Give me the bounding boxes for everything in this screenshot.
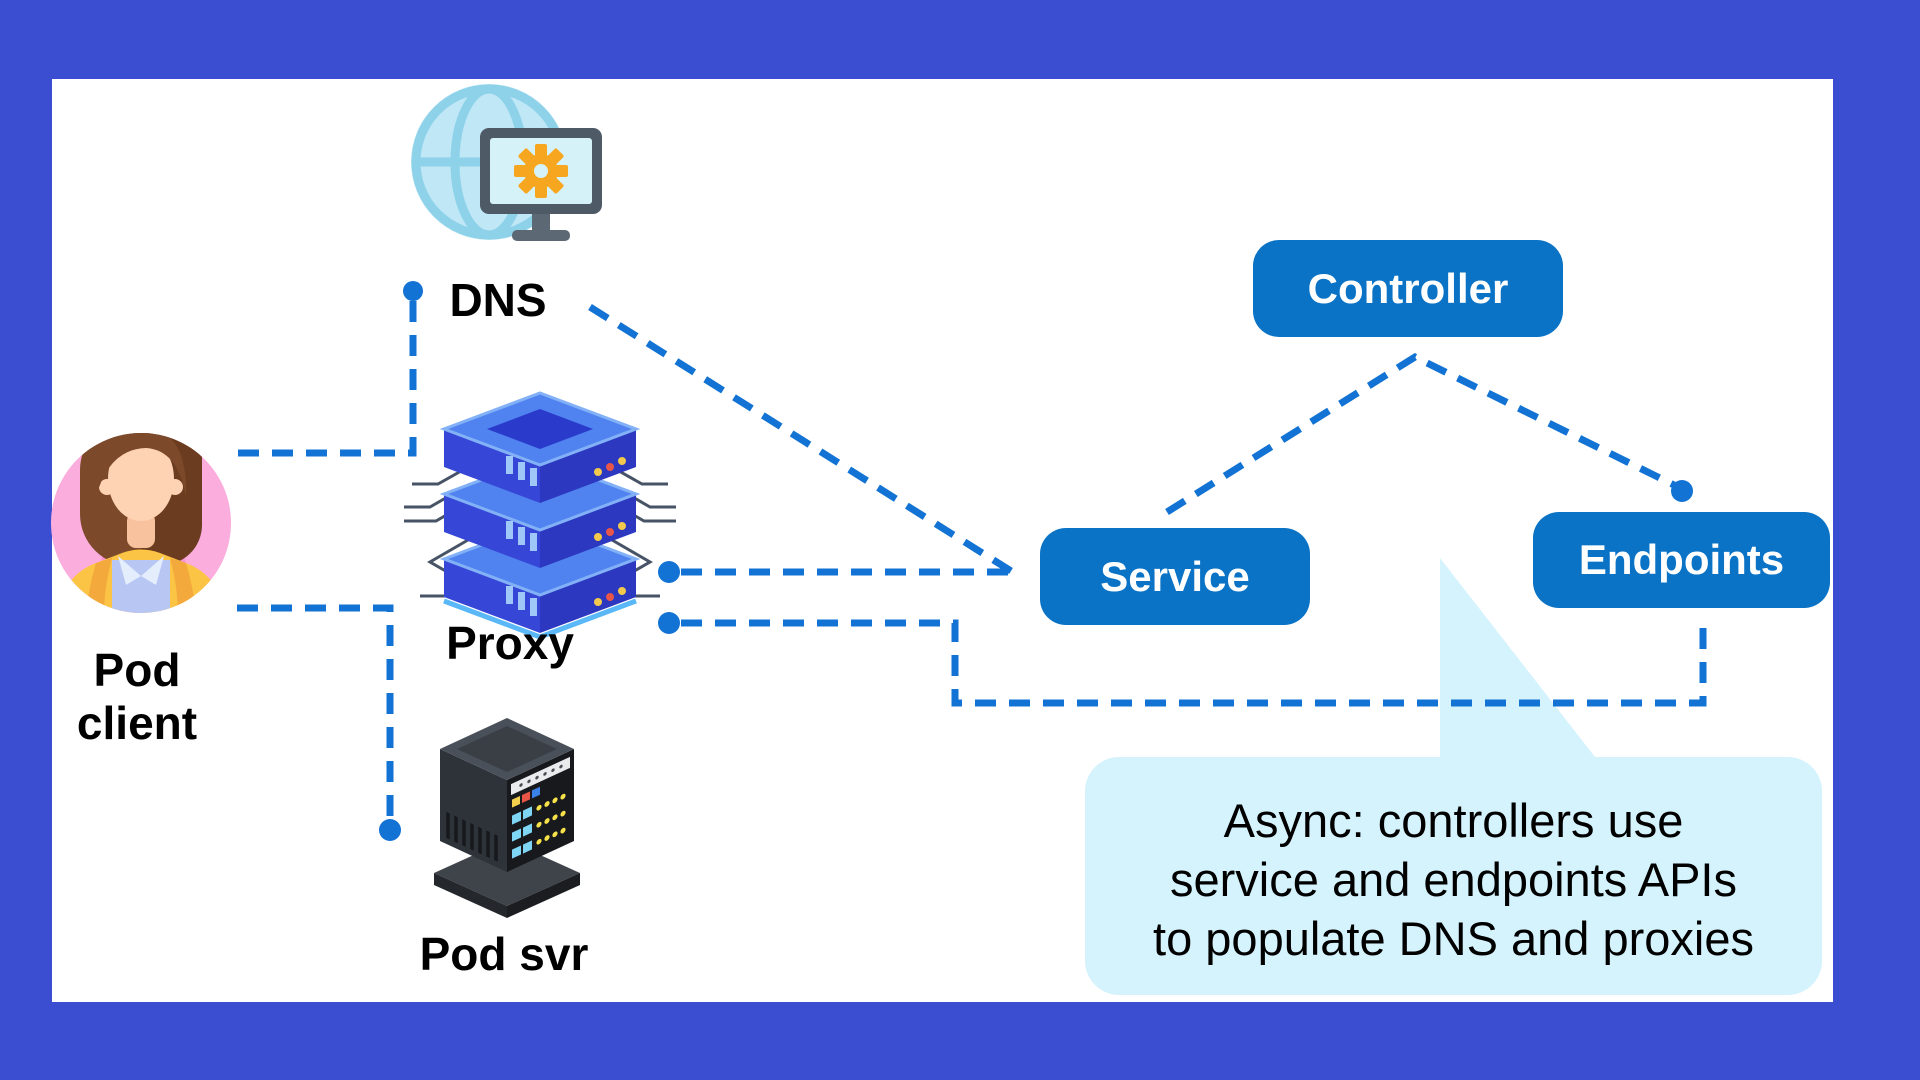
connector-proxy-to-endpoints xyxy=(681,617,1707,707)
callout-line-1: Async: controllers use xyxy=(1223,794,1684,847)
dns-label: DNS xyxy=(449,274,547,326)
connector-dots xyxy=(379,281,1693,841)
gear-icon xyxy=(514,144,568,198)
pod-client-label-line1: Pod xyxy=(93,644,181,696)
callout-tail xyxy=(1440,558,1595,757)
callout-line-2: service and endpoints APIs xyxy=(1170,853,1737,906)
callout-body xyxy=(1085,757,1822,995)
service-node: Service xyxy=(1040,528,1310,625)
controller-node: Controller xyxy=(1253,240,1563,337)
callout-bubble xyxy=(1085,558,1822,995)
callout-text: Async: controllers use service and endpo… xyxy=(1085,791,1822,968)
woman-avatar-icon xyxy=(51,433,231,613)
connector-dns-to-service xyxy=(588,304,1013,574)
pod-client-label-line2: client xyxy=(76,697,198,749)
pod-client-label: Pod client xyxy=(32,644,242,750)
endpoints-node: Endpoints xyxy=(1533,512,1830,608)
connector-controller-service-endpoints xyxy=(1165,352,1676,515)
dashed-connectors xyxy=(237,301,1707,818)
server-stack-icon xyxy=(404,391,676,640)
connector-client-to-podsvr xyxy=(237,604,394,818)
server-tower-icon xyxy=(434,718,580,918)
connector-client-to-dns xyxy=(237,301,417,457)
pod-svr-label: Pod svr xyxy=(419,928,589,980)
proxy-label: Proxy xyxy=(446,617,574,669)
globe-monitor-icon xyxy=(411,84,602,241)
callout-line-3: to populate DNS and proxies xyxy=(1153,912,1754,965)
